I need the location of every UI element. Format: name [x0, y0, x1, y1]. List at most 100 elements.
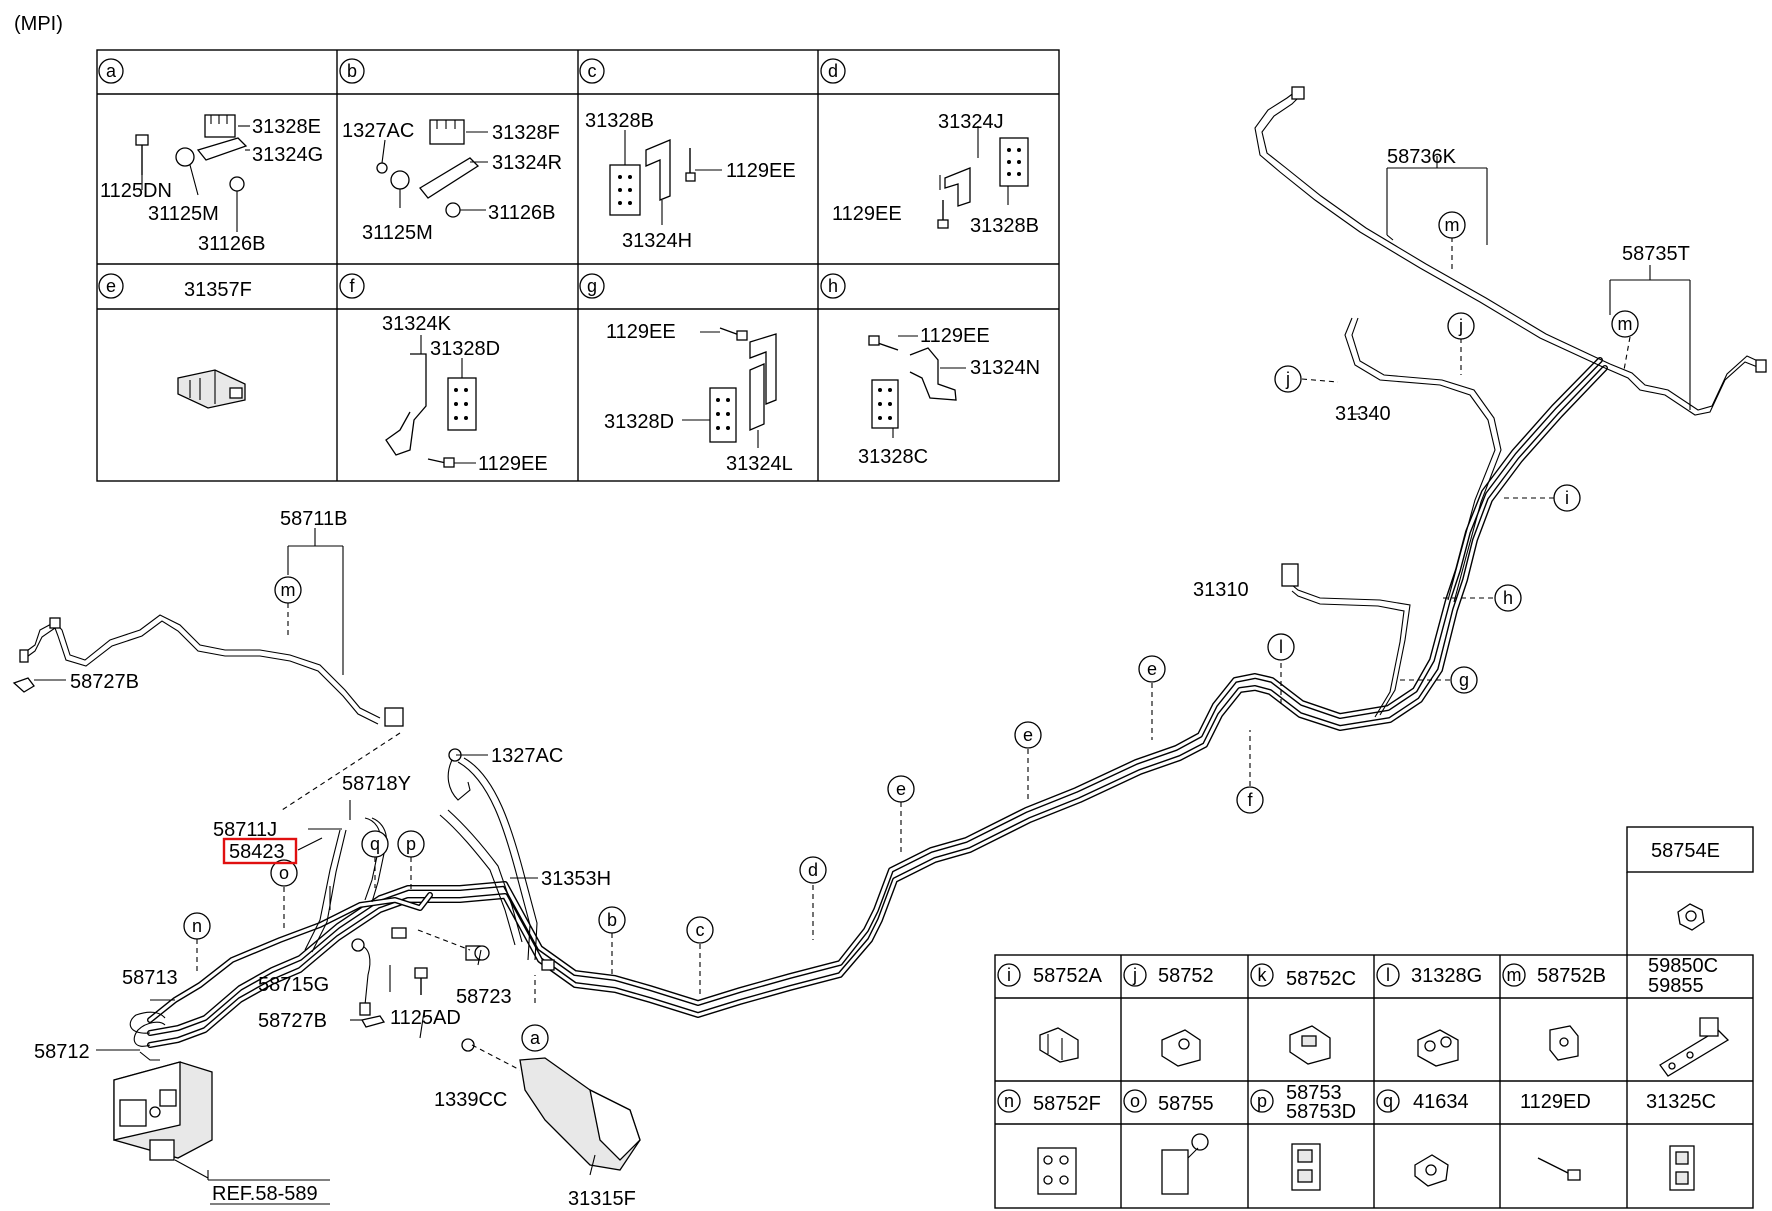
- svg-text:j: j: [1132, 965, 1137, 985]
- part-label: 1125DN: [100, 180, 172, 202]
- callout-j: j: [1274, 365, 1302, 393]
- svg-text:e: e: [106, 276, 116, 296]
- part-label: 58752B: [1537, 965, 1606, 987]
- cell-h-letter: h: [820, 273, 846, 299]
- svg-text:m: m: [1445, 215, 1460, 235]
- part-label: 31328F: [492, 122, 560, 144]
- cell-d-drawing: [937, 126, 1029, 229]
- clip-letter-m: m: [1502, 963, 1526, 987]
- clip-59850C-drawing: [1659, 1017, 1730, 1077]
- svg-text:f: f: [1247, 790, 1253, 810]
- part-label-58711B: 58711B: [280, 508, 347, 530]
- clip-58752A-drawing: [1039, 1027, 1079, 1063]
- clip-58752-drawing: [1161, 1029, 1201, 1067]
- callout-a: a: [521, 1024, 549, 1052]
- svg-text:o: o: [279, 863, 289, 883]
- clip-letter-p: p: [1250, 1089, 1274, 1113]
- hardware-misc: [360, 927, 555, 1052]
- clip-detail-table-top: a b c d e f g h 31328E 31324G 1125DN 311…: [96, 49, 1060, 482]
- callout-o: o: [270, 859, 298, 887]
- callout-n: n: [183, 912, 211, 940]
- part-label: 31324R: [492, 152, 562, 174]
- cell-c-letter: c: [579, 58, 605, 84]
- svg-text:a: a: [106, 61, 117, 81]
- clip-letter-i: i: [997, 963, 1021, 987]
- callout-g: g: [1450, 666, 1478, 694]
- callout-h: h: [1494, 584, 1522, 612]
- cell-b-drawing: [376, 119, 488, 218]
- cell-g-letter: g: [579, 273, 605, 299]
- callout-e: e: [887, 775, 915, 803]
- highlighted-part-box: [222, 837, 298, 865]
- part-label: 31328B: [970, 215, 1039, 237]
- svg-text:n: n: [1004, 1091, 1014, 1111]
- cell-e-drawing: [177, 369, 246, 409]
- callout-l: l: [1267, 633, 1295, 661]
- part-label: 58752C: [1286, 968, 1356, 990]
- svg-text:p: p: [1257, 1091, 1267, 1111]
- callout-circles: m m m j j i h g l f e e e d c b a n o q …: [183, 211, 1639, 1052]
- svg-text:d: d: [808, 860, 818, 880]
- svg-text:b: b: [607, 910, 617, 930]
- callout-m: m: [1611, 310, 1639, 338]
- part-label: 31325C: [1646, 1091, 1716, 1113]
- part-label-1327AC: 1327AC: [491, 745, 563, 767]
- part-label: 31328E: [252, 116, 321, 138]
- part-label-1339CC: 1339CC: [434, 1089, 507, 1111]
- part-label: 31328B: [585, 110, 654, 132]
- part-label: 1129EE: [726, 160, 796, 182]
- callout-d: d: [799, 856, 827, 884]
- part-label: 31125M: [148, 203, 219, 225]
- callout-e: e: [1014, 721, 1042, 749]
- svg-text:l: l: [1279, 637, 1283, 657]
- part-label: 58754E: [1651, 840, 1720, 862]
- cell-c-drawing: [609, 130, 722, 225]
- cell-a-drawing: [135, 114, 250, 232]
- clip-58752C-drawing: [1289, 1025, 1331, 1065]
- svg-text:d: d: [828, 61, 838, 81]
- svg-text:c: c: [696, 920, 705, 940]
- callout-i: i: [1553, 484, 1581, 512]
- clip-letter-o: o: [1123, 1089, 1147, 1113]
- leader-lines: [34, 156, 1691, 1181]
- cell-h-drawing: [868, 335, 966, 438]
- clip-letter-l: l: [1376, 963, 1400, 987]
- part-label-58423[interactable]: 58423: [229, 841, 285, 863]
- part-label: 31126B: [198, 233, 265, 255]
- clip-31325C-drawing: [1669, 1145, 1695, 1191]
- bolt-1129ED-drawing: [1537, 1157, 1581, 1181]
- part-label: 1327AC: [342, 120, 414, 142]
- svg-text:e: e: [1147, 659, 1157, 679]
- cell-e-letter: e: [98, 273, 124, 299]
- clip-letter-q: q: [1376, 1089, 1400, 1113]
- part-label: 31324H: [622, 230, 692, 252]
- part-label-31353H: 31353H: [541, 868, 611, 890]
- part-label: 1129EE: [606, 321, 676, 343]
- svg-text:i: i: [1007, 965, 1011, 985]
- part-label-58713: 58713: [122, 967, 178, 989]
- part-label-31315F: 31315F: [568, 1188, 636, 1210]
- callout-q: q: [361, 830, 389, 858]
- abs-unit: [113, 1061, 213, 1161]
- cell-a-letter: a: [98, 58, 124, 84]
- part-label: 58752: [1158, 965, 1214, 987]
- bracket-31315F: [519, 1057, 641, 1171]
- svg-text:e: e: [1023, 725, 1033, 745]
- svg-text:q: q: [370, 834, 380, 854]
- svg-text:m: m: [1618, 314, 1633, 334]
- part-label: 31324K: [382, 313, 452, 335]
- svg-text:h: h: [1503, 588, 1513, 608]
- brake-line-bundle: [12, 86, 1767, 1061]
- svg-text:q: q: [1383, 1091, 1393, 1111]
- part-label-58711J: 58711J: [213, 819, 277, 841]
- clip-58753-drawing: [1291, 1143, 1321, 1191]
- part-label: 31328D: [604, 411, 674, 433]
- svg-text:c: c: [588, 61, 597, 81]
- part-label: 59855: [1648, 975, 1704, 997]
- part-label-58727B: 58727B: [70, 671, 139, 693]
- svg-text:i: i: [1565, 488, 1569, 508]
- clip-58752F-drawing: [1037, 1147, 1077, 1195]
- part-label-58727B: 58727B: [258, 1010, 327, 1032]
- part-label: 31324G: [252, 144, 323, 166]
- part-label: 31357F: [184, 279, 252, 301]
